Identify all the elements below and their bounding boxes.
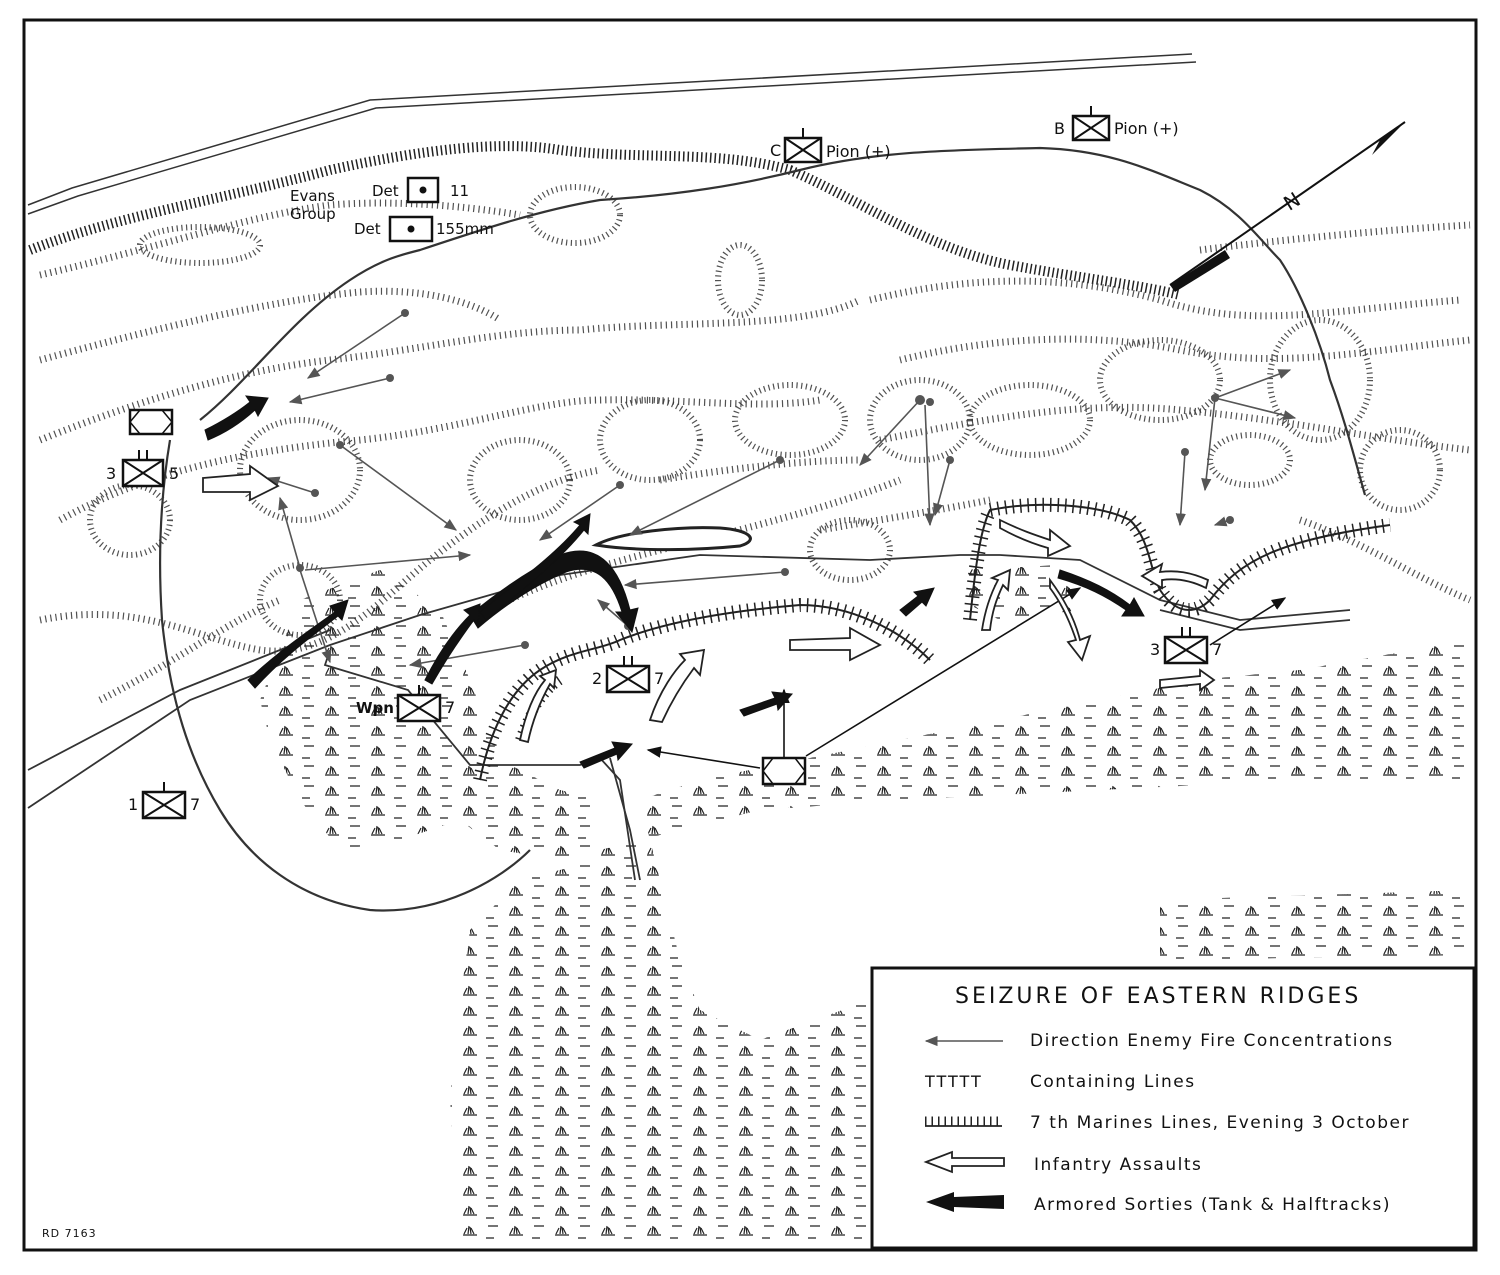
ridge-contours [38, 199, 1472, 704]
reference-number: RD 7163 [42, 1227, 97, 1240]
river-banks [27, 53, 1197, 215]
unit-c-pion: C Pion (+) [770, 128, 891, 164]
svg-text:7: 7 [190, 795, 200, 814]
unit-tank-west [128, 408, 174, 436]
svg-text:Pion (+): Pion (+) [826, 142, 891, 161]
roads [27, 554, 1351, 881]
svg-text:Wpn: Wpn [356, 699, 394, 717]
legend-enemy-fire: Direction Enemy Fire Concentrations [924, 1031, 1394, 1051]
svg-text:Armored Sorties (Tank & Halftr: Armored Sorties (Tank & Halftracks) [1034, 1195, 1391, 1215]
map-title: SEIZURE OF EASTERN RIDGES [955, 984, 1361, 1009]
map-frame [22, 18, 1478, 1252]
north-arrow-icon [1169, 121, 1406, 292]
svg-text:7 th Marines Lines, Evening 3: 7 th Marines Lines, Evening 3 October [1030, 1113, 1410, 1133]
enemy-fire-arrows [266, 312, 1297, 669]
armored-sortie-arrows [204, 395, 1145, 769]
unit-det-11: Det 11 [372, 176, 469, 204]
svg-text:7: 7 [1212, 640, 1222, 659]
unit-det-155mm: Det 155mm [354, 215, 494, 243]
svg-text:C: C [770, 141, 781, 160]
unit-3-7: 3 7 [1150, 627, 1222, 665]
legend-infantry-assaults: Infantry Assaults [923, 1150, 1202, 1175]
svg-text:Group: Group [290, 205, 336, 223]
svg-text:Det: Det [354, 220, 381, 238]
legend: SEIZURE OF EASTERN RIDGES Direction Enem… [870, 966, 1476, 1250]
hill-masses [87, 184, 1443, 638]
legend-marine-lines: 7 th Marines Lines, Evening 3 October [925, 1113, 1410, 1133]
pond [591, 526, 752, 552]
svg-text:11: 11 [450, 182, 469, 200]
svg-text:2: 2 [592, 669, 602, 688]
svg-text:Pion (+): Pion (+) [1114, 119, 1179, 138]
containing-lines [158, 146, 1367, 912]
unit-2-7: 2 7 [592, 656, 664, 694]
north-label: N [1279, 187, 1304, 215]
unit-wpn-7: Wpn 7 [356, 685, 455, 723]
svg-text:1: 1 [128, 795, 138, 814]
svg-text:5: 5 [169, 464, 179, 483]
svg-text:Infantry Assaults: Infantry Assaults [1034, 1155, 1202, 1175]
svg-text:Containing Lines: Containing Lines [1030, 1072, 1196, 1092]
infantry-assault-arrows [202, 464, 1216, 744]
svg-text:Direction Enemy Fire Concentra: Direction Enemy Fire Concentrations [1030, 1031, 1394, 1051]
legend-containing-lines: TTTTT Containing Lines [924, 1072, 1196, 1092]
svg-text:7: 7 [654, 669, 664, 688]
svg-text:TTTTT: TTTTT [924, 1072, 983, 1091]
unit-b-pion: B Pion (+) [1054, 106, 1179, 142]
unit-1-7: 1 7 [128, 782, 200, 820]
containing-line-ticks [200, 156, 1365, 503]
svg-text:Det: Det [372, 182, 399, 200]
unit-3-5: 3 5 [106, 450, 179, 488]
enemy-fire-points [296, 309, 1234, 649]
northern-escarpment [28, 141, 1182, 300]
svg-text:7: 7 [445, 698, 455, 717]
svg-text:Evans: Evans [290, 187, 335, 205]
svg-text:3: 3 [1150, 640, 1160, 659]
svg-text:B: B [1054, 119, 1065, 138]
evans-group-label: Evans Group [290, 187, 336, 223]
marine-lines [473, 497, 1391, 782]
svg-text:155mm: 155mm [436, 220, 494, 238]
svg-text:3: 3 [106, 464, 116, 483]
legend-armored-sorties: Armored Sorties (Tank & Halftracks) [926, 1192, 1391, 1215]
unit-tank-center [761, 756, 807, 786]
